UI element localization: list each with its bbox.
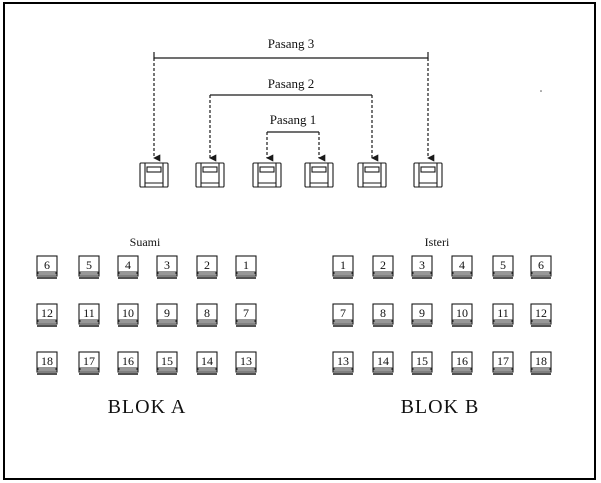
blok-a-desk-9: 9 xyxy=(156,303,178,327)
blok-b-desk-3: 3 xyxy=(411,255,433,279)
blok-b-desk-18: 18 xyxy=(530,351,552,375)
pasang-2-label: Pasang 2 xyxy=(268,76,315,91)
blok-a-label: BLOK A xyxy=(108,396,187,418)
blok-b-desk-2: 2 xyxy=(372,255,394,279)
blok-b-desk-7: 7 xyxy=(332,303,354,327)
blok-a-desk-number: 9 xyxy=(164,306,170,320)
blok-a-desk-15: 15 xyxy=(156,351,178,375)
blok-a-desk-10: 10 xyxy=(117,303,139,327)
blok-b-desk-15: 15 xyxy=(411,351,433,375)
blok-a-desk-number: 2 xyxy=(204,258,210,272)
blok-a-desk-number: 7 xyxy=(243,306,249,320)
blok-a-desk-number: 17 xyxy=(83,354,95,368)
blok-a-desk-6: 6 xyxy=(36,255,58,279)
blok-a-desk-4: 4 xyxy=(117,255,139,279)
isteri-label: Isteri xyxy=(425,235,450,249)
blok-b-desk-13: 13 xyxy=(332,351,354,375)
blok-b-desk-17: 17 xyxy=(492,351,514,375)
blok-b-desk-number: 16 xyxy=(456,354,468,368)
blok-a-desk-number: 15 xyxy=(161,354,173,368)
blok-a-desk-number: 8 xyxy=(204,306,210,320)
blok-b-desk-9: 9 xyxy=(411,303,433,327)
pasang-1-label: Pasang 1 xyxy=(270,112,317,127)
blok-b-desk-number: 17 xyxy=(497,354,509,368)
blok-b-desk-number: 5 xyxy=(500,258,506,272)
blok-a-desk-number: 6 xyxy=(44,258,50,272)
blok-a-desk-number: 10 xyxy=(122,306,134,320)
blok-b-desk-number: 10 xyxy=(456,306,468,320)
blok-b-desk-14: 14 xyxy=(372,351,394,375)
blok-b-desk-number: 2 xyxy=(380,258,386,272)
blok-b-desk-number: 9 xyxy=(419,306,425,320)
blok-a-desk-number: 1 xyxy=(243,258,249,272)
blok-b-desk-number: 8 xyxy=(380,306,386,320)
blok-a-desk-number: 18 xyxy=(41,354,53,368)
blok-a-desk-17: 17 xyxy=(78,351,100,375)
blok-a-desk-3: 3 xyxy=(156,255,178,279)
blok-a-desk-14: 14 xyxy=(196,351,218,375)
blok-a-desk-2: 2 xyxy=(196,255,218,279)
armchair-6 xyxy=(413,162,443,188)
blok-b-label: BLOK B xyxy=(401,396,480,418)
blok-b-desk-4: 4 xyxy=(451,255,473,279)
blok-a-desk-11: 11 xyxy=(78,303,100,327)
blok-b-desk-1: 1 xyxy=(332,255,354,279)
suami-label: Suami xyxy=(130,235,161,249)
pasang-3-label: Pasang 3 xyxy=(268,36,315,51)
blok-b-desk-6: 6 xyxy=(530,255,552,279)
blok-a-desk-5: 5 xyxy=(78,255,100,279)
armchair-3 xyxy=(252,162,282,188)
pasang-3-connector xyxy=(153,52,429,59)
blok-b-desk-16: 16 xyxy=(451,351,473,375)
blok-b-desk-number: 15 xyxy=(416,354,428,368)
blok-b-desk-number: 13 xyxy=(337,354,349,368)
blok-b-desk-number: 14 xyxy=(377,354,389,368)
blok-b-desk-number: 11 xyxy=(497,306,509,320)
blok-a-desk-7: 7 xyxy=(235,303,257,327)
blok-a-desk-number: 4 xyxy=(125,258,131,272)
blok-b-desk-number: 7 xyxy=(340,306,346,320)
blok-a-desk-number: 3 xyxy=(164,258,170,272)
armchair-1 xyxy=(139,162,169,188)
blok-b-desk-number: 6 xyxy=(538,258,544,272)
blok-b-desk-number: 18 xyxy=(535,354,547,368)
blok-a-desk-18: 18 xyxy=(36,351,58,375)
blok-b-desk-12: 12 xyxy=(530,303,552,327)
blok-a-desk-number: 12 xyxy=(41,306,53,320)
blok-a-desks: 6 5 4 3 2 1 12 11 10 9 8 7 18 17 16 15 14 13 xyxy=(36,255,257,375)
blok-a-desk-number: 11 xyxy=(83,306,95,320)
blok-b-desk-number: 3 xyxy=(419,258,425,272)
blok-a-desk-number: 13 xyxy=(240,354,252,368)
blok-b-desk-number: 12 xyxy=(535,306,547,320)
diagram-frame xyxy=(3,2,596,480)
blok-a-desk-1: 1 xyxy=(235,255,257,279)
blok-a-desk-number: 16 xyxy=(122,354,134,368)
blok-a-desk-12: 12 xyxy=(36,303,58,327)
blok-b-desk-11: 11 xyxy=(492,303,514,327)
blok-a-desk-number: 5 xyxy=(86,258,92,272)
blok-a-desk-8: 8 xyxy=(196,303,218,327)
blok-a-desk-16: 16 xyxy=(117,351,139,375)
blok-b-desk-number: 4 xyxy=(459,258,465,272)
blok-b-desk-10: 10 xyxy=(451,303,473,327)
blok-a-desk-13: 13 xyxy=(235,351,257,375)
armchair-4 xyxy=(304,162,334,188)
armchair-2 xyxy=(195,162,225,188)
scan-speck xyxy=(540,90,542,92)
blok-a-desk-number: 14 xyxy=(201,354,213,368)
blok-b-desk-8: 8 xyxy=(372,303,394,327)
blok-b-desk-number: 1 xyxy=(340,258,346,272)
blok-b-desk-5: 5 xyxy=(492,255,514,279)
armchair-5 xyxy=(357,162,387,188)
